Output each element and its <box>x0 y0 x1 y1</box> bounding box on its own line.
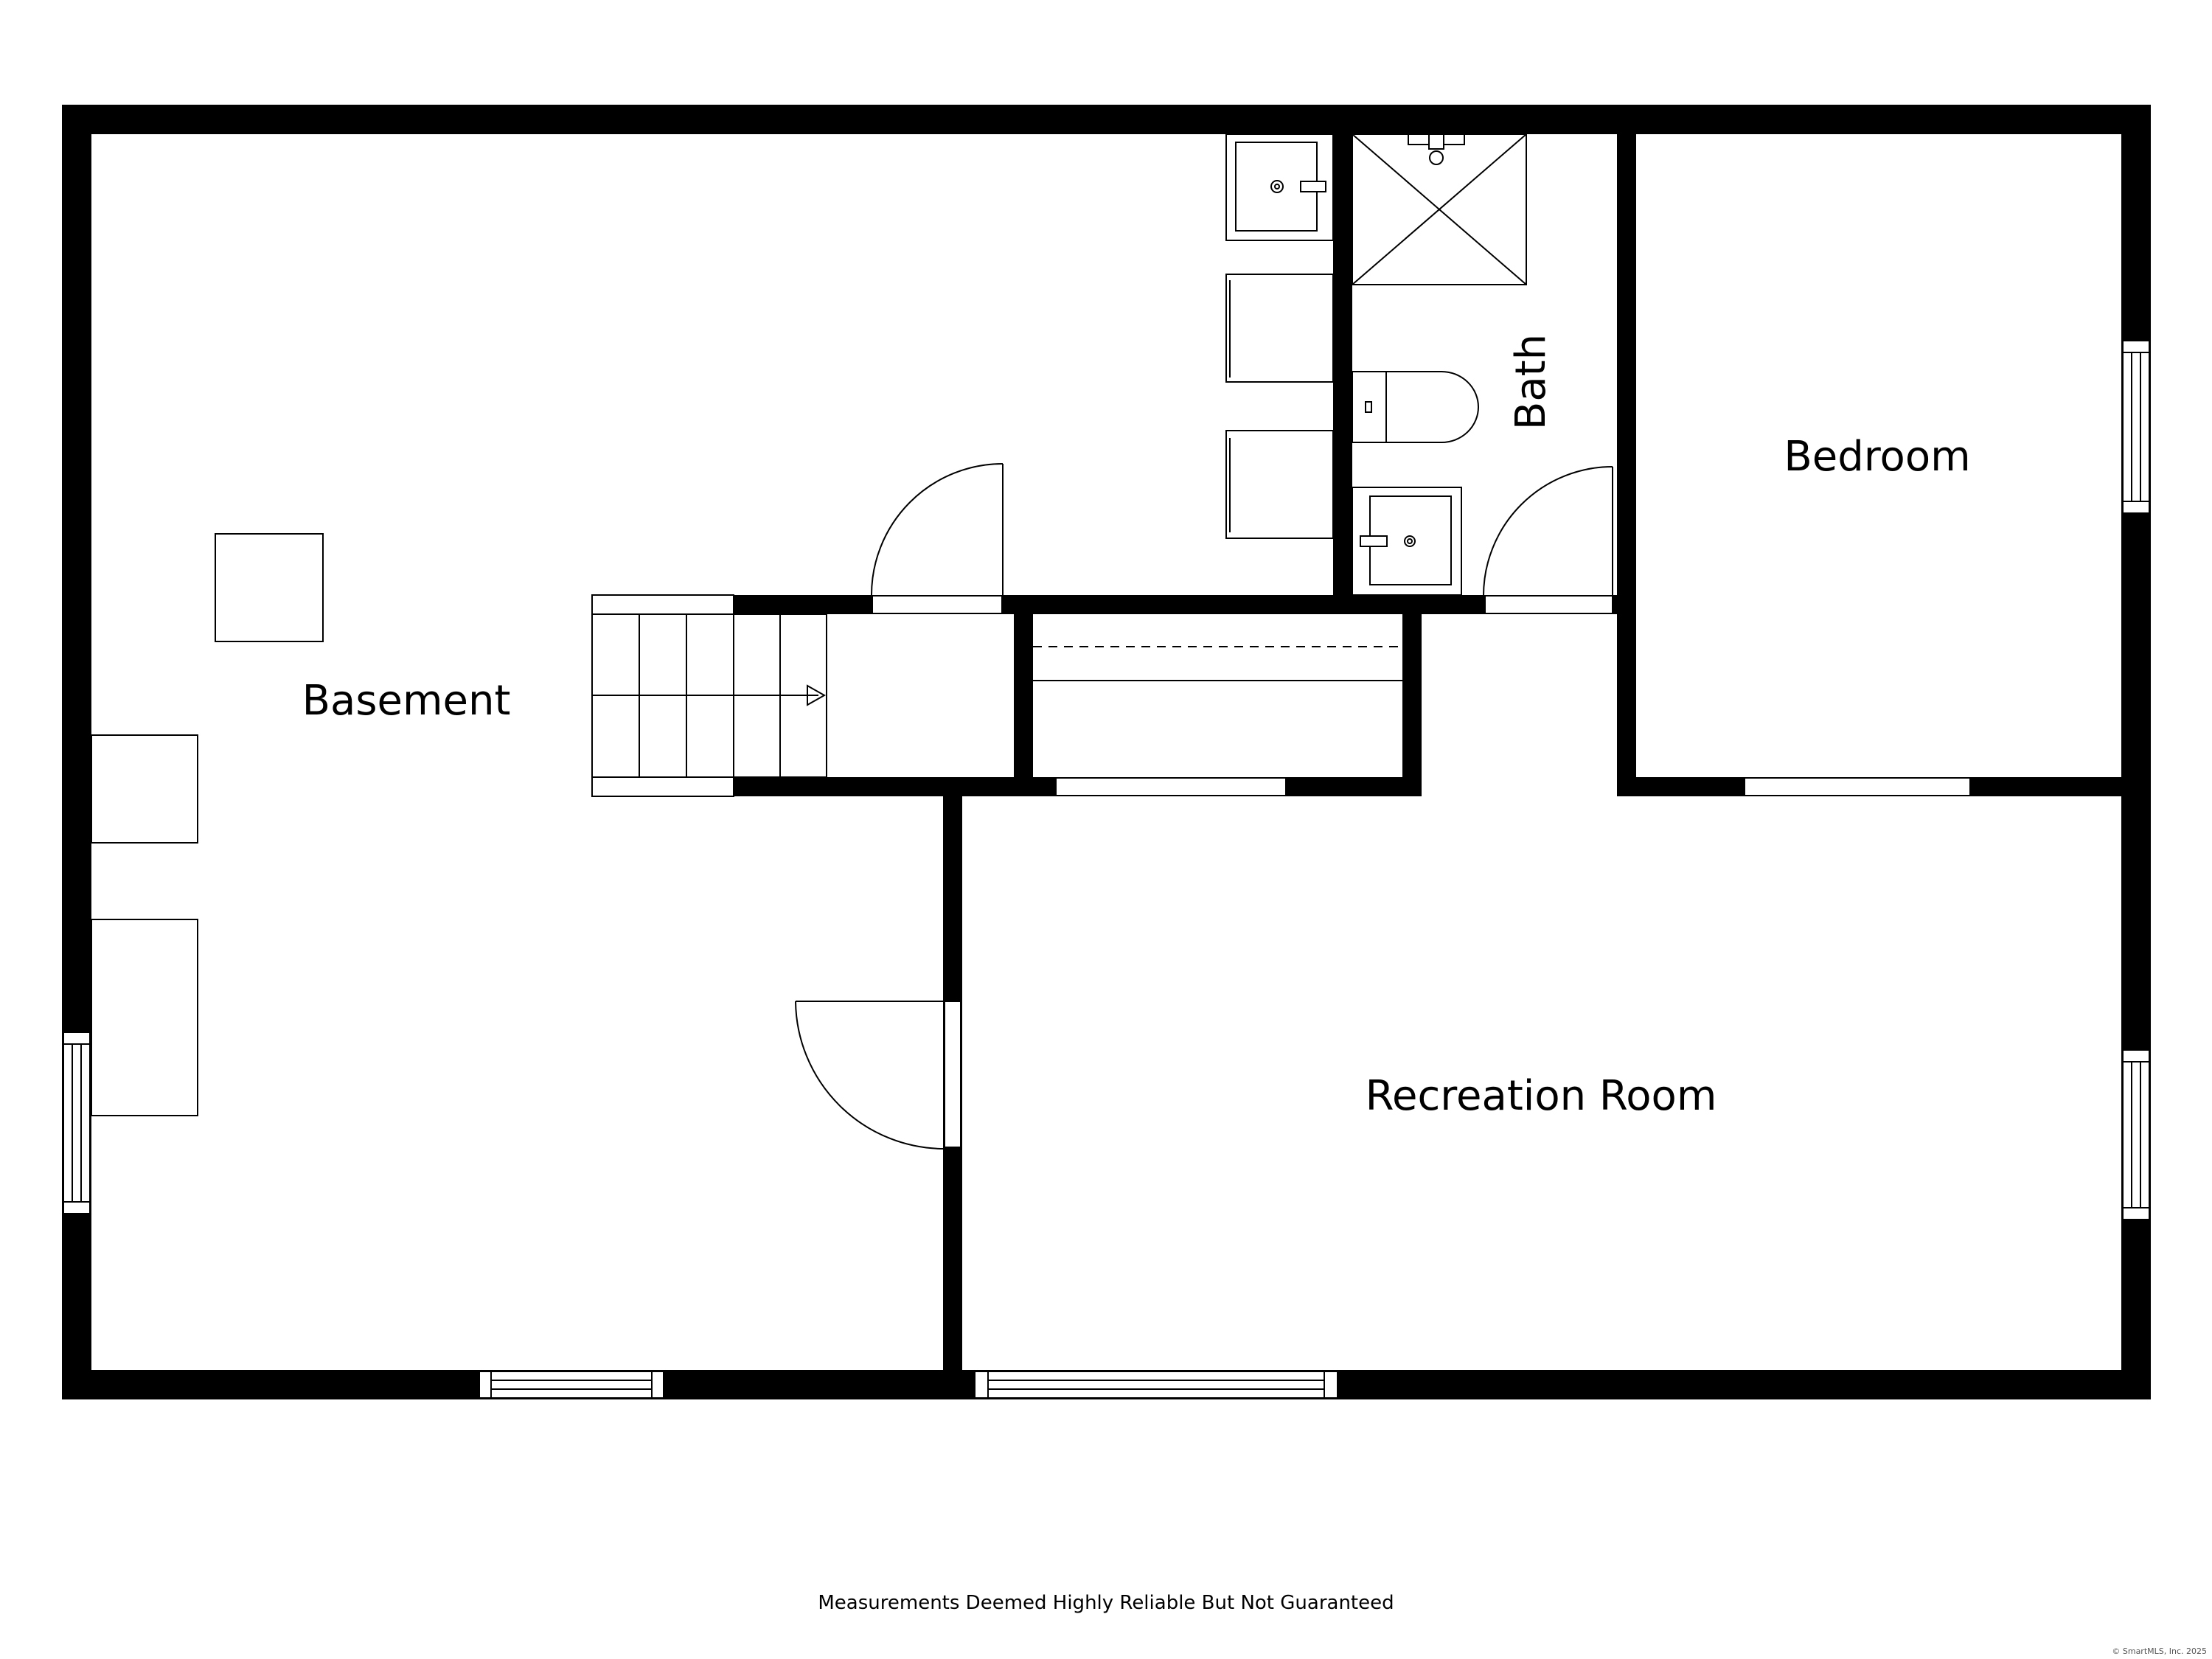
shower <box>1352 133 1527 285</box>
window-bedroom <box>2122 340 2150 514</box>
window-recreation-right <box>2122 1049 2150 1220</box>
exterior-walls <box>62 105 2151 1399</box>
basement-fixtures <box>91 533 324 1116</box>
window-basement-bottom <box>479 1371 664 1399</box>
utility-sink <box>1225 133 1334 241</box>
room-label-bedroom: Bedroom <box>1784 433 1970 481</box>
laundry-fixtures <box>1225 133 1334 539</box>
door-stair-landing <box>870 463 1004 614</box>
interior-walls <box>734 105 2151 1399</box>
wall-openings <box>1055 777 1971 796</box>
windows <box>63 340 2150 1399</box>
opening-bedroom <box>1744 777 1971 796</box>
utility-box <box>215 533 324 642</box>
door-bath <box>1483 466 1613 614</box>
dryer <box>1225 430 1334 539</box>
window-recreation-bottom <box>974 1371 1338 1399</box>
bath-fixtures <box>1352 133 1527 596</box>
wall-bath-right <box>1617 105 1636 796</box>
wall-closet-right <box>1402 595 1422 796</box>
staircase <box>591 594 827 797</box>
opening-closet <box>1055 777 1287 796</box>
stair-direction-arrow <box>807 684 827 706</box>
toilet <box>1352 371 1479 443</box>
wall-unit-upper <box>91 734 198 844</box>
wall-bath-left <box>1333 105 1352 613</box>
door-recreation <box>795 1001 961 1150</box>
measurements-disclaimer: Measurements Deemed Highly Reliable But … <box>818 1592 1394 1614</box>
room-label-bath: Bath <box>1507 334 1555 430</box>
room-label-recreation-room: Recreation Room <box>1366 1072 1717 1120</box>
doors <box>795 463 1613 1150</box>
wall-unit-lower <box>91 919 198 1116</box>
room-label-basement: Basement <box>302 677 511 725</box>
copyright-notice: © SmartMLS, Inc. 2025 <box>2112 1646 2207 1656</box>
washer <box>1225 274 1334 383</box>
wall-top <box>62 105 2151 134</box>
window-basement-left <box>63 1032 91 1214</box>
bath-sink <box>1352 487 1462 596</box>
wall-stair-right <box>1014 595 1033 796</box>
closet <box>1033 646 1402 681</box>
